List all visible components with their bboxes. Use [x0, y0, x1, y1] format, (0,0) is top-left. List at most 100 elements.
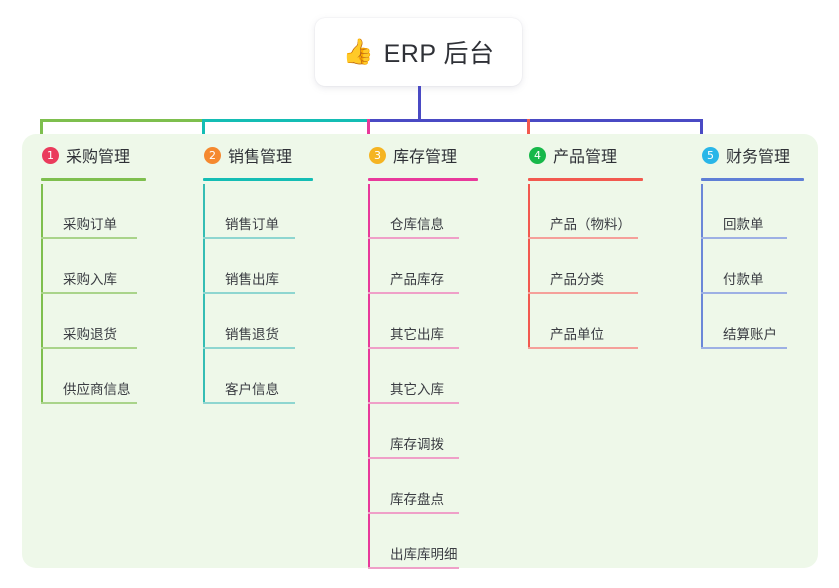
branch-item-rule — [41, 237, 137, 239]
branch-item-rule — [368, 292, 459, 294]
branch-item[interactable]: 出库库明细 — [368, 514, 478, 569]
branch-item-label: 采购订单 — [63, 217, 117, 233]
branch-item[interactable]: 其它入库 — [368, 349, 478, 404]
branch-spine — [203, 184, 205, 404]
branch-header-rule — [528, 178, 643, 181]
branch-item[interactable]: 销售出库 — [203, 239, 313, 294]
branch-stub-3 — [366, 119, 370, 140]
branch-spine — [41, 184, 43, 404]
branch-item-rule — [203, 402, 295, 404]
branch-item-rule — [528, 237, 638, 239]
bus-segment-2 — [201, 119, 370, 122]
root-connector — [417, 86, 421, 122]
branch-item-rule — [368, 347, 459, 349]
branch-column-1: 1 采购管理采购订单采购入库采购退货供应商信息 — [41, 140, 146, 404]
branch-item-rule — [368, 457, 459, 459]
branch-item[interactable]: 采购退货 — [41, 294, 146, 349]
branch-header-1[interactable]: 1 采购管理 — [41, 140, 146, 170]
branch-item-rule — [41, 347, 137, 349]
branch-item-rule — [203, 347, 295, 349]
branch-item[interactable]: 回款单 — [701, 184, 804, 239]
branch-item[interactable]: 结算账户 — [701, 294, 804, 349]
branch-header-rule — [41, 178, 146, 181]
branch-item-label: 结算账户 — [723, 327, 777, 343]
branch-item[interactable]: 产品库存 — [368, 239, 478, 294]
branch-item[interactable]: 销售退货 — [203, 294, 313, 349]
branch-item-list: 销售订单销售出库销售退货客户信息 — [203, 184, 313, 404]
branch-spine — [528, 184, 530, 349]
branch-item[interactable]: 供应商信息 — [41, 349, 146, 404]
branch-title: 产品管理 — [553, 149, 618, 166]
branch-item-label: 付款单 — [723, 272, 764, 288]
branch-item-rule — [701, 347, 787, 349]
branch-item-label: 销售退货 — [225, 327, 279, 343]
branch-item[interactable]: 库存盘点 — [368, 459, 478, 514]
branch-item[interactable]: 采购订单 — [41, 184, 146, 239]
branch-header-rule — [203, 178, 313, 181]
branch-number-badge: 3 — [369, 146, 386, 164]
branch-item[interactable]: 付款单 — [701, 239, 804, 294]
branch-title: 采购管理 — [66, 149, 131, 166]
branch-item[interactable]: 客户信息 — [203, 349, 313, 404]
branch-item-label: 其它入库 — [390, 382, 444, 398]
branch-item-label: 库存盘点 — [390, 492, 444, 508]
branch-item-rule — [368, 237, 459, 239]
branch-spine — [701, 184, 703, 349]
branch-item-label: 产品（物料） — [550, 217, 631, 233]
branch-item-rule — [701, 237, 787, 239]
branch-item[interactable]: 其它出库 — [368, 294, 478, 349]
branch-item-rule — [41, 402, 137, 404]
branch-item-rule — [368, 402, 459, 404]
branch-item-list: 采购订单采购入库采购退货供应商信息 — [41, 184, 146, 404]
branch-stub-1 — [39, 119, 43, 140]
branch-item-label: 产品单位 — [550, 327, 604, 343]
branch-item-label: 产品库存 — [390, 272, 444, 288]
branch-item[interactable]: 仓库信息 — [368, 184, 478, 239]
branch-item-label: 客户信息 — [225, 382, 279, 398]
branch-item-rule — [368, 567, 459, 569]
branch-item-rule — [368, 512, 459, 514]
branch-spine — [368, 184, 370, 569]
branch-header-rule — [701, 178, 804, 181]
root-title: ERP 后台 — [383, 40, 495, 68]
branch-item-list: 产品（物料） 产品分类产品单位 — [528, 184, 643, 349]
thumbs-up-emoji: 👍 — [342, 37, 374, 66]
branch-item[interactable]: 销售订单 — [203, 184, 313, 239]
branch-item[interactable]: 产品单位 — [528, 294, 643, 349]
branch-item[interactable]: 产品分类 — [528, 239, 643, 294]
branch-title: 财务管理 — [726, 149, 791, 166]
branch-item-rule — [528, 292, 638, 294]
branch-number-badge: 2 — [204, 146, 221, 164]
branch-stub-2 — [201, 119, 205, 140]
bus-segment-4 — [526, 119, 703, 122]
branch-item-label: 回款单 — [723, 217, 764, 233]
branch-item-label: 采购退货 — [63, 327, 117, 343]
branch-item-label: 销售订单 — [225, 217, 279, 233]
branch-item-rule — [41, 292, 137, 294]
branch-item[interactable]: 产品（物料） — [528, 184, 643, 239]
bus-segment-3 — [366, 119, 530, 122]
branch-item-label: 仓库信息 — [390, 217, 444, 233]
branch-item-label: 其它出库 — [390, 327, 444, 343]
branch-item-list: 仓库信息产品库存其它出库其它入库库存调拨库存盘点出库库明细 — [368, 184, 478, 569]
branch-item-rule — [203, 292, 295, 294]
branch-item[interactable]: 库存调拨 — [368, 404, 478, 459]
branch-item[interactable]: 采购入库 — [41, 239, 146, 294]
branch-stub-5 — [699, 119, 703, 140]
root-node[interactable]: 👍 ERP 后台 — [315, 18, 522, 86]
branch-item-rule — [203, 237, 295, 239]
branch-number-badge: 1 — [42, 146, 59, 164]
branch-item-label: 采购入库 — [63, 272, 117, 288]
branch-item-label: 销售出库 — [225, 272, 279, 288]
branch-stub-4 — [526, 119, 530, 140]
branch-item-rule — [528, 347, 638, 349]
